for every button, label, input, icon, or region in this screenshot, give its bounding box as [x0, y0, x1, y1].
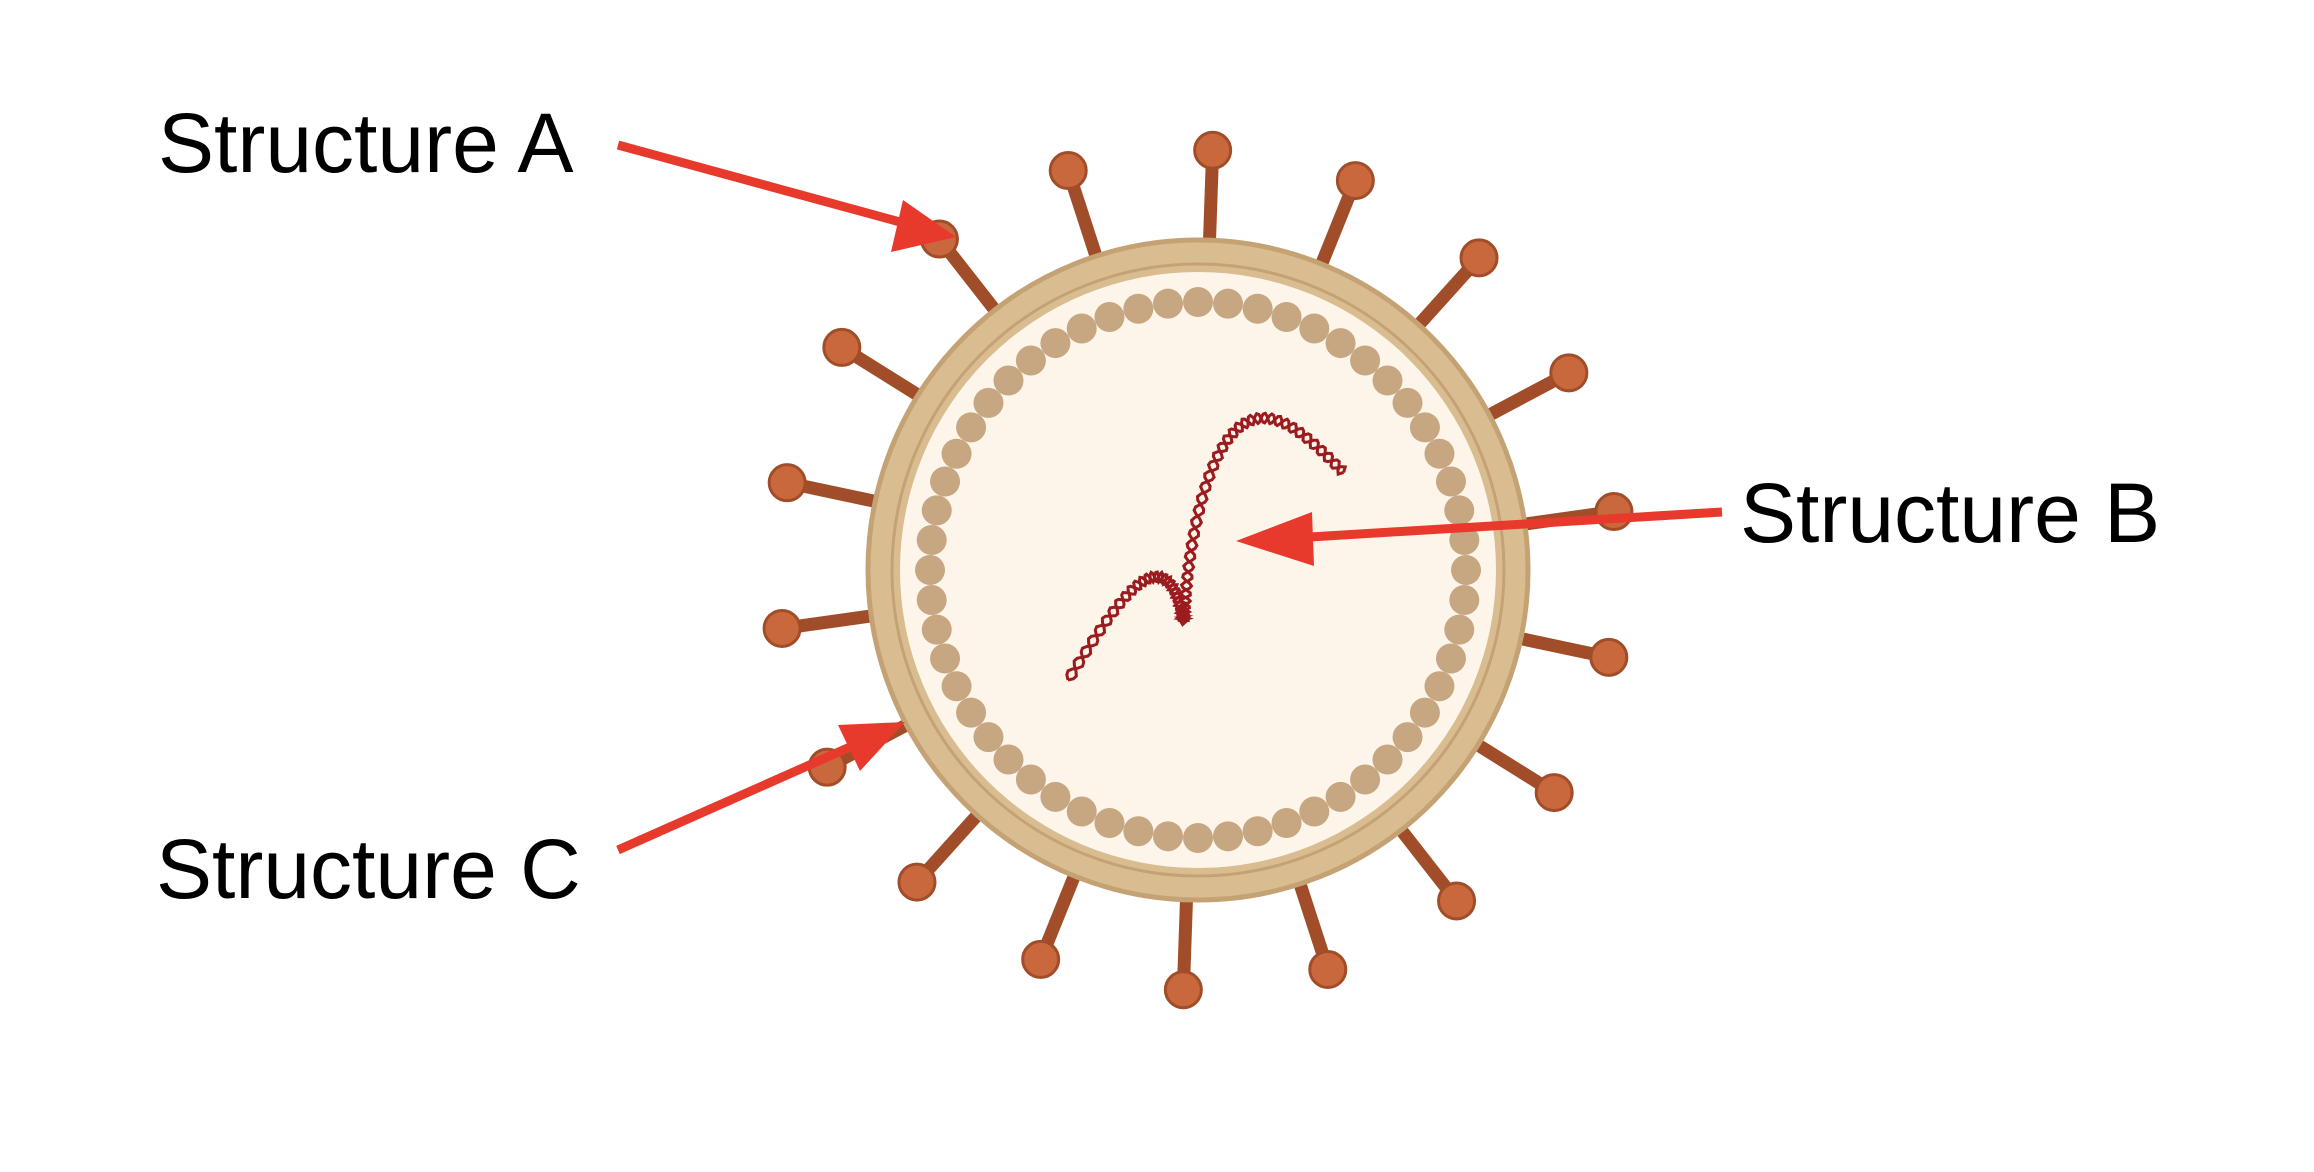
capsomere [973, 722, 1004, 753]
capsomere [1424, 438, 1455, 469]
spike-head [822, 327, 862, 367]
spike-head [1048, 151, 1088, 191]
capsomere [1299, 313, 1330, 344]
capsomere [1299, 796, 1330, 827]
capsomere [921, 495, 952, 526]
arrow-structure-c [616, 722, 905, 855]
capsid-layer [915, 287, 1481, 853]
capsomere [1040, 328, 1071, 359]
genetic-material [1065, 411, 1348, 682]
capsomere [993, 744, 1024, 775]
capsomere [1372, 744, 1403, 775]
capsomere [1015, 345, 1046, 376]
capsomere [1325, 328, 1356, 359]
capsomere [1435, 643, 1466, 674]
spike-head [1163, 970, 1203, 1010]
capsomere [1123, 293, 1154, 324]
capsomere [1040, 781, 1071, 812]
capsomere [1183, 823, 1213, 853]
capsomere [1424, 671, 1455, 702]
capsomere [956, 697, 987, 728]
spike [897, 786, 1004, 902]
capsomere [1015, 764, 1046, 795]
capsomere [1213, 288, 1244, 319]
capsomere [941, 671, 972, 702]
capsomere [916, 524, 947, 555]
spike-head [1534, 773, 1574, 813]
capsomere [1066, 796, 1097, 827]
capsomere [916, 585, 947, 616]
capsomere [1444, 614, 1475, 645]
capsomere [1066, 313, 1097, 344]
capsomere [1123, 816, 1154, 847]
capsomere [930, 643, 961, 674]
arrow-structure-a [616, 140, 956, 252]
capsomere [1242, 293, 1273, 324]
capsomere [956, 412, 987, 443]
spike-head [1594, 492, 1634, 532]
label-structure-a: Structure A [158, 96, 574, 190]
capsomere [1094, 302, 1125, 333]
label-structure-b: Structure B [1740, 466, 2160, 560]
spike-head [1308, 949, 1348, 989]
capsomere [921, 614, 952, 645]
capsomere [1152, 821, 1183, 852]
envelope-inner-edge [890, 262, 1506, 878]
spike-head [767, 463, 807, 503]
capsomere [1350, 764, 1381, 795]
spike-head [1459, 238, 1499, 278]
spike-head [1335, 161, 1375, 201]
genome-strand-1 [1067, 411, 1345, 682]
capsomere [1372, 365, 1403, 396]
spike-head [1021, 939, 1061, 979]
capsomere [1435, 466, 1466, 497]
capsomere [1392, 387, 1423, 418]
capsomere [930, 466, 961, 497]
capsomere [1242, 816, 1273, 847]
capsomere [1152, 288, 1183, 319]
spike-head [1437, 881, 1477, 921]
capsomere [1094, 807, 1125, 838]
spike-head [897, 862, 937, 902]
capsomere [1409, 697, 1440, 728]
capsomere [941, 438, 972, 469]
capsomere [1392, 722, 1423, 753]
capsomere [1271, 302, 1302, 333]
capsomere [1409, 412, 1440, 443]
arrow-structure-b [1236, 507, 1723, 566]
virion-interior [900, 272, 1496, 868]
capsomere [993, 365, 1024, 396]
spike-head [1589, 637, 1629, 677]
capsomere [1449, 585, 1480, 616]
capsomere [1183, 287, 1213, 317]
capsomere [1451, 555, 1481, 585]
viral-envelope [865, 237, 1531, 903]
spike-head [1193, 130, 1233, 170]
capsomere [1325, 781, 1356, 812]
capsomere [915, 555, 945, 585]
capsomere [973, 387, 1004, 418]
capsomere [1350, 345, 1381, 376]
genome-strand-2 [1065, 411, 1348, 681]
capsomere [1444, 495, 1475, 526]
capsomere [1213, 821, 1244, 852]
capsomere [1271, 807, 1302, 838]
spike-head [1549, 353, 1589, 393]
label-structure-c: Structure C [156, 822, 581, 916]
spike-head [762, 608, 802, 648]
